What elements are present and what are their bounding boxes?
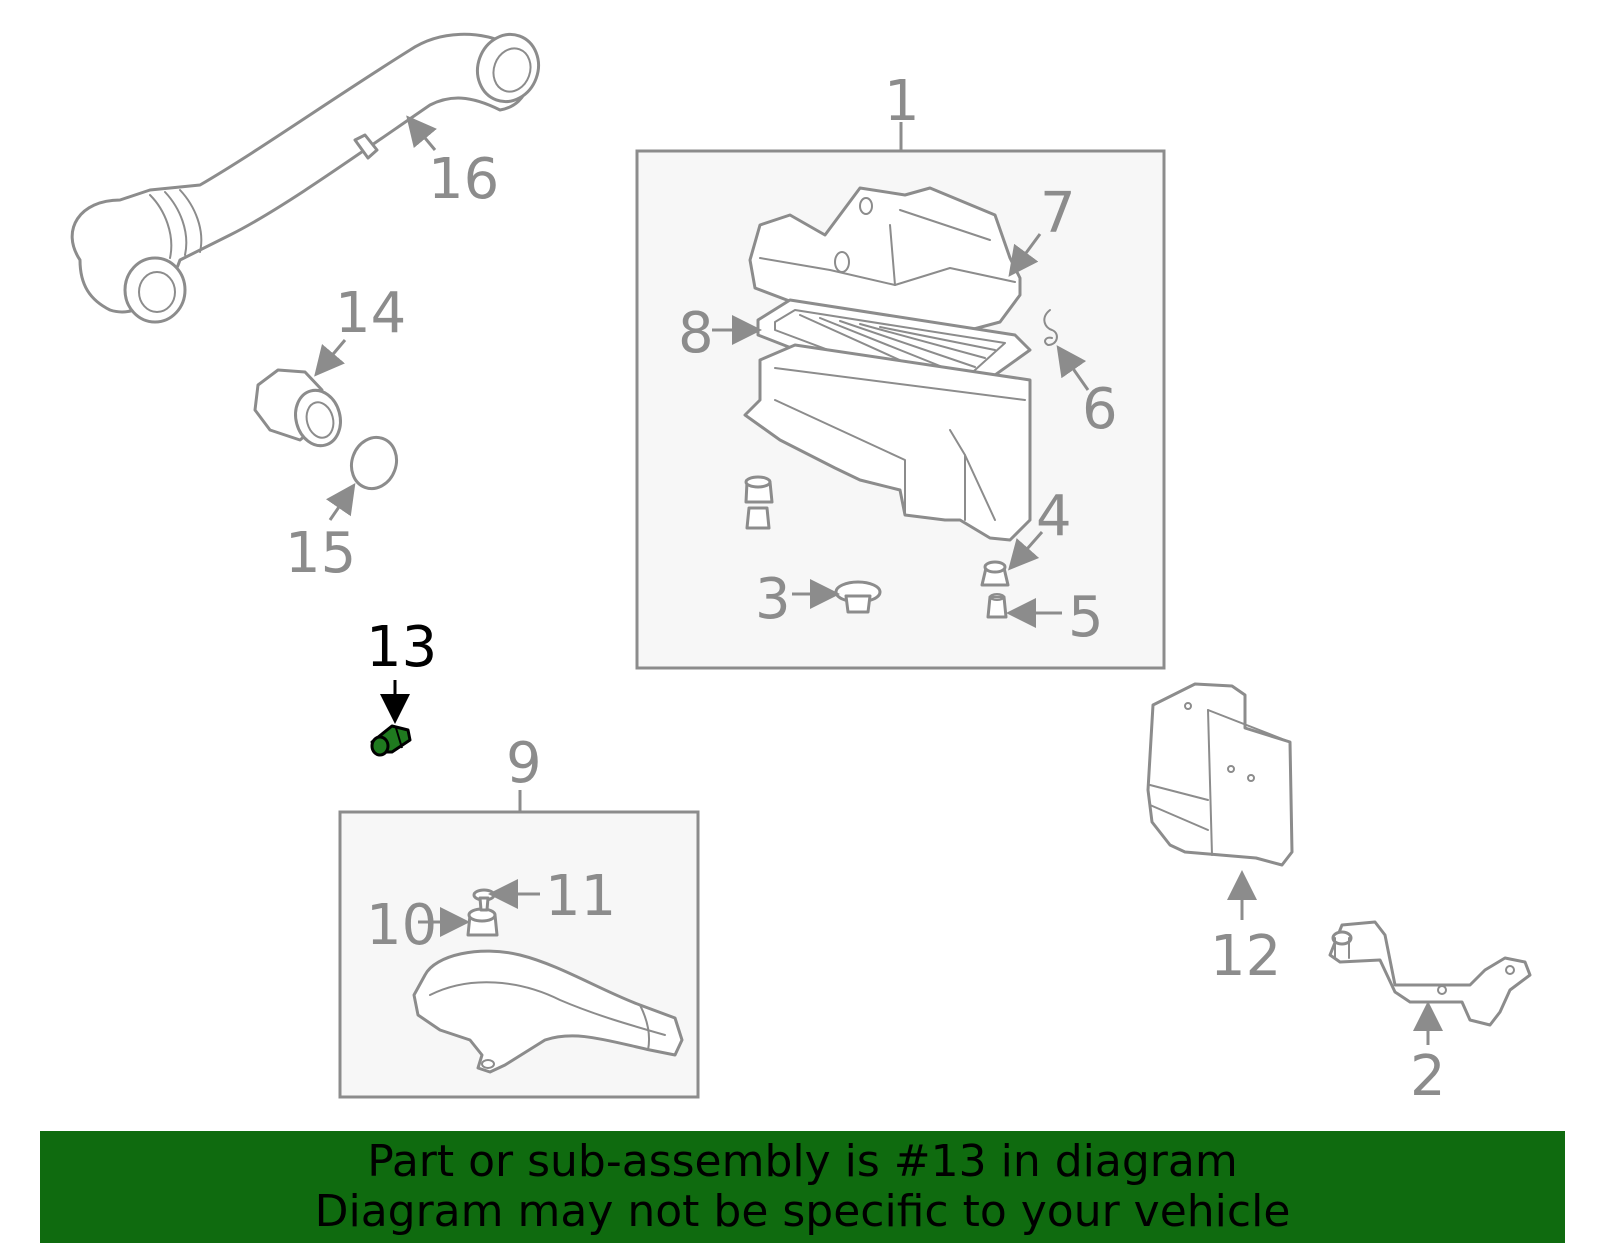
part-10-grommet[interactable] <box>466 907 499 937</box>
leader-16 <box>406 115 437 151</box>
callout-6: 6 <box>1082 377 1118 442</box>
callout-1: 1 <box>884 69 920 134</box>
part-7-air-cleaner-lid[interactable] <box>748 186 1022 340</box>
callout-14: 14 <box>335 281 406 346</box>
callout-12: 12 <box>1210 924 1281 989</box>
leader-4 <box>1008 531 1044 571</box>
callout-4: 4 <box>1036 484 1072 549</box>
air-cleaner-lower-housing[interactable] <box>743 343 1032 542</box>
callout-15: 15 <box>285 521 356 586</box>
callout-3: 3 <box>755 567 791 632</box>
part-6-clip[interactable] <box>1043 309 1058 346</box>
leader-14 <box>314 339 347 377</box>
part-2-bracket[interactable] <box>1328 920 1532 1027</box>
callout-8: 8 <box>678 301 714 366</box>
part-12-shield[interactable] <box>1146 682 1294 867</box>
part-13-highlighted[interactable] <box>370 724 412 757</box>
callout-10: 10 <box>366 893 437 958</box>
callout-13: 13 <box>366 615 437 680</box>
callout-11: 11 <box>545 864 616 929</box>
part-14-airflow-sensor[interactable] <box>253 368 346 451</box>
callout-9: 9 <box>506 731 542 796</box>
callout-2: 2 <box>1410 1044 1446 1109</box>
part-9-air-duct[interactable] <box>412 949 684 1074</box>
info-banner: Part or sub-assembly is #13 in diagram D… <box>40 1131 1565 1243</box>
banner-line-2: Diagram may not be specific to your vehi… <box>314 1186 1291 1237</box>
leader-6 <box>1056 345 1090 391</box>
part-16-intake-hose[interactable] <box>70 26 548 324</box>
callout-16: 16 <box>428 147 499 212</box>
leader-7 <box>1008 233 1042 277</box>
callout-7: 7 <box>1040 181 1076 246</box>
part-3-mount[interactable] <box>834 580 882 614</box>
part-grommet-pair[interactable] <box>744 475 774 530</box>
callout-5: 5 <box>1068 585 1104 650</box>
part-4-grommet[interactable] <box>980 560 1010 587</box>
banner-line-1: Part or sub-assembly is #13 in diagram <box>367 1136 1238 1187</box>
leader-15 <box>326 483 356 521</box>
part-15-o-ring[interactable] <box>344 431 403 495</box>
part-5-collar[interactable] <box>986 593 1008 619</box>
